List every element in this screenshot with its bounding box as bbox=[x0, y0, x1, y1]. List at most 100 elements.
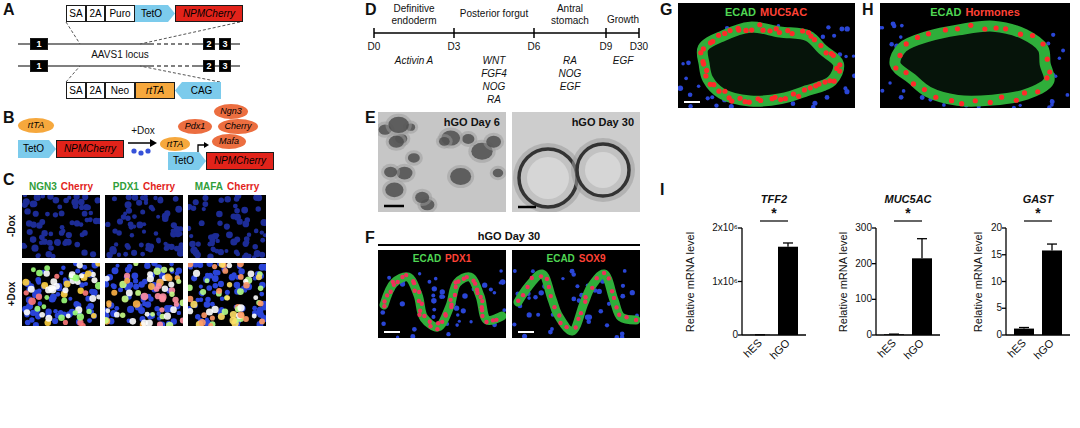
figure-label: D6 bbox=[528, 41, 541, 53]
nucleus-dot bbox=[681, 62, 684, 65]
vector-element: Puro bbox=[105, 5, 135, 22]
scale-bar bbox=[684, 101, 700, 103]
label-group: E bbox=[365, 109, 376, 127]
expressing-cell bbox=[126, 289, 133, 296]
stained-nucleus bbox=[614, 305, 618, 309]
nucleus-dot bbox=[34, 195, 40, 198]
nucleus-dot bbox=[37, 253, 41, 257]
nucleus-dot bbox=[38, 301, 43, 306]
nucleus-dot bbox=[193, 199, 199, 205]
error-bar bbox=[921, 239, 922, 259]
label-group: D6 bbox=[528, 41, 541, 53]
figure-label: * bbox=[905, 205, 910, 221]
node-text: rtTA bbox=[167, 140, 183, 149]
node-text: Puro bbox=[109, 9, 130, 19]
micrograph bbox=[22, 195, 100, 258]
nucleus-dot bbox=[96, 218, 100, 224]
nucleus-dot bbox=[127, 306, 134, 313]
expressing-cell bbox=[141, 320, 148, 326]
expressing-cell bbox=[252, 314, 257, 319]
nucleus-dot bbox=[202, 201, 208, 207]
nucleus-dot bbox=[570, 269, 575, 274]
expressing-cell bbox=[79, 273, 84, 278]
expressing-cell bbox=[216, 288, 222, 294]
expressing-cell bbox=[114, 312, 120, 318]
figure-label: +Dox bbox=[131, 125, 155, 137]
vector-element: SA bbox=[66, 82, 86, 99]
nucleus-dot bbox=[247, 254, 252, 258]
nucleus-dot bbox=[614, 335, 619, 338]
figure-label: 20 bbox=[991, 222, 1002, 234]
transcription-arrow bbox=[198, 145, 204, 152]
expressing-cell bbox=[22, 279, 29, 286]
nucleus-dot bbox=[489, 287, 493, 291]
axis-tick bbox=[872, 263, 876, 264]
label-group: hGO bbox=[1031, 337, 1056, 362]
micrograph bbox=[678, 3, 855, 108]
organoid-halo bbox=[483, 133, 504, 151]
nucleus-dot bbox=[254, 229, 259, 234]
organoid-halo bbox=[382, 180, 406, 201]
nucleus-dot bbox=[482, 282, 487, 287]
organoid bbox=[415, 192, 429, 203]
figure-label: 5 bbox=[996, 303, 1002, 315]
stained-nucleus bbox=[480, 308, 484, 312]
organoid bbox=[462, 134, 474, 144]
nucleus-dot bbox=[112, 196, 117, 201]
node-text: Mafa bbox=[219, 137, 239, 146]
organoid-halo bbox=[381, 164, 400, 180]
label-group: hGO Day 30 bbox=[478, 230, 540, 243]
expressing-cell bbox=[133, 300, 141, 308]
nucleus-dot bbox=[561, 277, 564, 280]
stained-nucleus bbox=[388, 290, 392, 294]
figure-label: Cherry bbox=[143, 181, 175, 193]
stained-nucleus bbox=[832, 79, 837, 84]
protein-oval: Pdx1 bbox=[178, 119, 212, 134]
axis-tick bbox=[1002, 281, 1006, 282]
figure-label: RA bbox=[487, 94, 501, 106]
timeline bbox=[374, 32, 639, 34]
arrow-head bbox=[150, 139, 157, 147]
label-group: hES bbox=[1005, 337, 1029, 361]
error-cap bbox=[917, 238, 927, 239]
nucleus-dot bbox=[63, 277, 67, 281]
micrograph bbox=[22, 263, 100, 326]
nucleus-dot bbox=[156, 215, 160, 219]
stained-nucleus bbox=[968, 23, 973, 28]
figure-label: EGF bbox=[560, 81, 581, 93]
expressing-cell bbox=[36, 270, 43, 277]
label-group: 5 bbox=[996, 303, 1002, 315]
micrograph bbox=[378, 112, 506, 212]
figure-label: NOG bbox=[559, 68, 582, 80]
stained-nucleus bbox=[818, 43, 823, 48]
expressing-cell bbox=[164, 313, 171, 320]
nucleus-dot bbox=[158, 197, 163, 202]
figure-label: MUC5AC bbox=[884, 193, 931, 206]
expressing-cell bbox=[133, 263, 138, 266]
nucleus-dot bbox=[620, 294, 625, 299]
stained-nucleus bbox=[749, 27, 754, 32]
nucleus-dot bbox=[53, 197, 60, 204]
nucleus-dot bbox=[173, 196, 179, 202]
error-cap bbox=[755, 334, 765, 335]
nucleus-dot bbox=[548, 330, 553, 335]
micrograph bbox=[512, 112, 640, 212]
vector-element: Neo bbox=[105, 82, 135, 99]
expressing-cell bbox=[248, 270, 255, 277]
nucleus-dot bbox=[881, 26, 884, 29]
nucleus-dot bbox=[41, 230, 47, 236]
stained-nucleus bbox=[800, 28, 805, 33]
figure-label: NGN3 bbox=[29, 181, 57, 193]
organoid-lumen bbox=[527, 157, 569, 199]
expressing-cell bbox=[188, 285, 193, 292]
organoid-halo bbox=[412, 189, 432, 206]
expressing-cell bbox=[54, 274, 59, 279]
oval-shape bbox=[178, 119, 212, 134]
nucleus-dot bbox=[224, 196, 230, 202]
expressing-cell bbox=[237, 304, 244, 311]
stained-nucleus bbox=[988, 100, 993, 105]
micrograph-content bbox=[22, 195, 100, 258]
micrograph-content bbox=[378, 114, 506, 212]
stained-nucleus bbox=[480, 314, 484, 318]
label-group: RA bbox=[563, 55, 577, 67]
